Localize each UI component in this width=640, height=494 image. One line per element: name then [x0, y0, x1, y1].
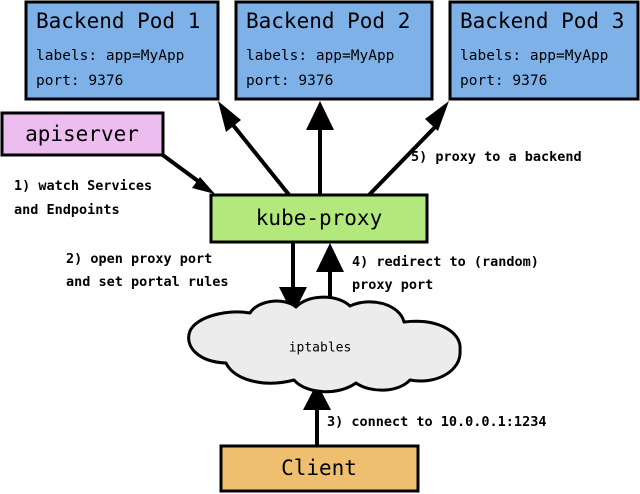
edge-connect-to-service-ip	[303, 383, 331, 446]
arrow-head-icon	[218, 101, 241, 132]
svg-text:and Endpoints: and Endpoints	[14, 202, 120, 218]
edge-proxy-to-backend	[366, 101, 449, 198]
edge-kubeproxy-to-pod1	[218, 101, 292, 198]
pod1-labels: labels: app=MyApp	[36, 48, 184, 64]
pod2-labels: labels: app=MyApp	[246, 48, 394, 64]
svg-text:3) connect to 10.0.0.1:1234: 3) connect to 10.0.0.1:1234	[327, 414, 546, 430]
edge-kubeproxy-to-pod2	[306, 101, 334, 196]
svg-text:proxy port: proxy port	[352, 277, 433, 293]
edge-label-watch-services: 1) watch Services and Endpoints	[14, 178, 152, 218]
pod3-title: Backend Pod 3	[460, 9, 624, 33]
arrow-head-icon	[279, 287, 307, 315]
pod2-port: port: 9376	[246, 73, 333, 89]
edge-label-connect: 3) connect to 10.0.0.1:1234	[327, 414, 546, 430]
svg-text:and set portal rules: and set portal rules	[66, 274, 229, 290]
client-title: Client	[281, 456, 357, 480]
node-client[interactable]: Client	[219, 444, 420, 493]
svg-text:1) watch Services: 1) watch Services	[14, 178, 152, 194]
edge-label-redirect: 4) redirect to (random) proxy port	[352, 254, 539, 293]
iptables-label: iptables	[289, 341, 352, 356]
pod1-title: Backend Pod 1	[36, 9, 200, 33]
iptables-cloud: iptables	[187, 295, 462, 394]
pod3-port: port: 9376	[460, 73, 547, 89]
svg-text:4) redirect to (random): 4) redirect to (random)	[352, 254, 539, 270]
node-backend-pod-3[interactable]: Backend Pod 3 labels: app=MyApp port: 93…	[448, 0, 640, 101]
pod1-port: port: 9376	[36, 73, 123, 89]
edge-label-open-proxy-port: 2) open proxy port and set portal rules	[66, 251, 229, 290]
pod2-title: Backend Pod 2	[246, 9, 410, 33]
svg-text:2) open proxy port: 2) open proxy port	[66, 251, 212, 267]
arrow-head-icon	[316, 243, 344, 272]
kube-proxy-title: kube-proxy	[256, 206, 382, 230]
svg-text:5) proxy to a backend: 5) proxy to a backend	[411, 149, 582, 165]
pod3-labels: labels: app=MyApp	[460, 48, 608, 64]
edge-watch-services	[158, 151, 215, 194]
edge-open-proxy-port	[279, 243, 307, 315]
node-backend-pod-1[interactable]: Backend Pod 1 labels: app=MyApp port: 93…	[24, 0, 220, 101]
node-kube-proxy[interactable]: kube-proxy	[209, 193, 429, 244]
edge-label-proxy-to-backend: 5) proxy to a backend	[411, 149, 582, 165]
arrow-head-icon	[425, 101, 449, 131]
node-apiserver[interactable]: apiserver	[0, 111, 165, 157]
arrow-head-icon	[306, 101, 334, 130]
apiserver-title: apiserver	[25, 122, 139, 146]
node-backend-pod-2[interactable]: Backend Pod 2 labels: app=MyApp port: 93…	[234, 0, 434, 101]
arrow-head-icon	[192, 177, 215, 194]
arrow-head-icon	[303, 383, 331, 410]
